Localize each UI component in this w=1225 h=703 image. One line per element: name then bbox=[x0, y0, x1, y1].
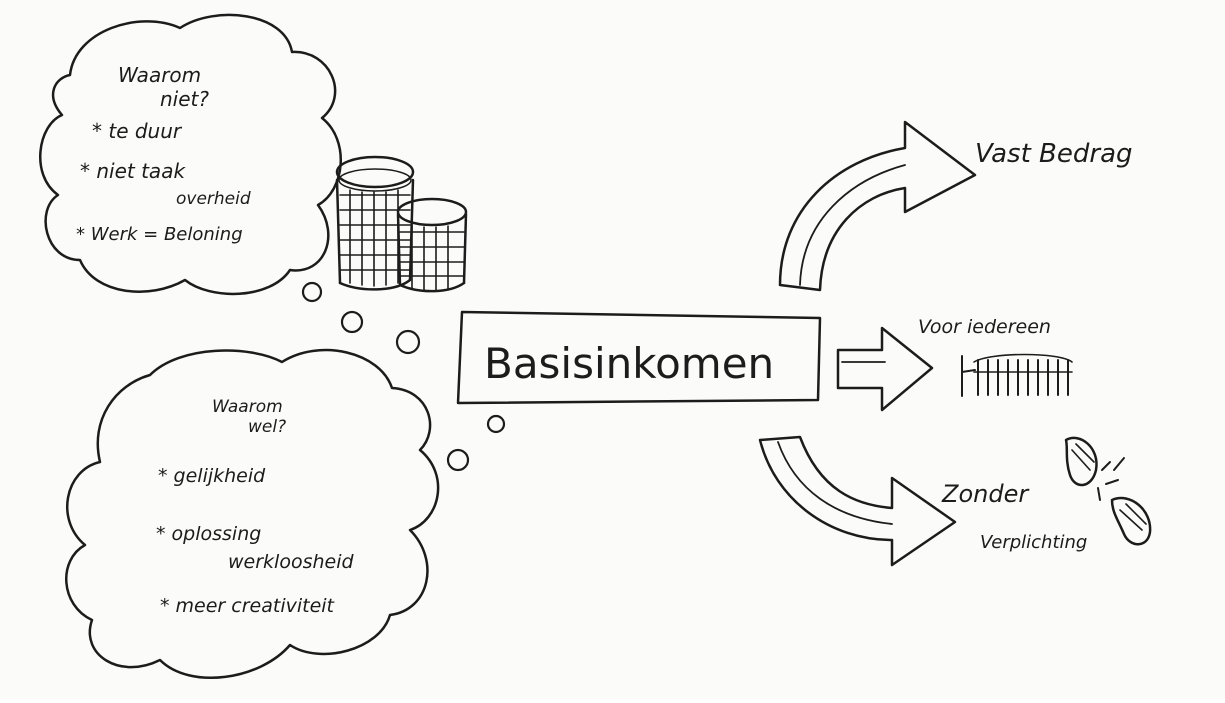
coin-stacks-icon bbox=[335, 155, 468, 293]
cloud-top-item-2a: * niet taak bbox=[80, 159, 186, 183]
cloud-bottom-title-2: wel? bbox=[248, 417, 286, 437]
cloud-bottom-item-1: * gelijkheid bbox=[158, 465, 266, 487]
cloud-bottom-item-2b: werkloosheid bbox=[228, 551, 354, 573]
branch-middle-label: Voor iedereen bbox=[918, 316, 1051, 338]
center-label: Basisinkomen bbox=[484, 339, 774, 388]
cloud-bottom-item-2a: * oplossing bbox=[156, 523, 261, 545]
cloud-bottom-title-1: Waarom bbox=[212, 397, 283, 417]
center-box: Basisinkomen bbox=[456, 310, 822, 405]
branch-top-label: Vast Bedrag bbox=[975, 139, 1133, 169]
cloud-top-item-2b: overheid bbox=[176, 189, 251, 209]
cloud-top-item-1: * te duur bbox=[92, 119, 183, 143]
cloud-top-title-1: Waarom bbox=[118, 63, 201, 87]
thought-bubbles-top bbox=[301, 281, 421, 355]
arrow-down-icon bbox=[758, 435, 957, 567]
people-icon bbox=[961, 353, 1073, 397]
arrow-right-icon bbox=[836, 326, 934, 412]
thought-bubbles-bottom bbox=[446, 414, 506, 472]
branch-bottom-label-1: Zonder bbox=[941, 480, 1030, 508]
arrow-up-icon bbox=[778, 120, 977, 292]
broken-chain-icon bbox=[1064, 436, 1152, 546]
thought-cloud-top: Waarom niet? * te duur * niet taak overh… bbox=[39, 13, 343, 296]
branch-bottom-label-2: Verplichting bbox=[980, 532, 1087, 553]
thought-cloud-bottom: Waarom wel? * gelijkheid * oplossing wer… bbox=[65, 348, 440, 679]
cloud-bottom-item-3: * meer creativiteit bbox=[160, 595, 336, 617]
cloud-top-item-3: * Werk = Beloning bbox=[76, 224, 243, 245]
cloud-top-title-2: niet? bbox=[160, 87, 209, 111]
